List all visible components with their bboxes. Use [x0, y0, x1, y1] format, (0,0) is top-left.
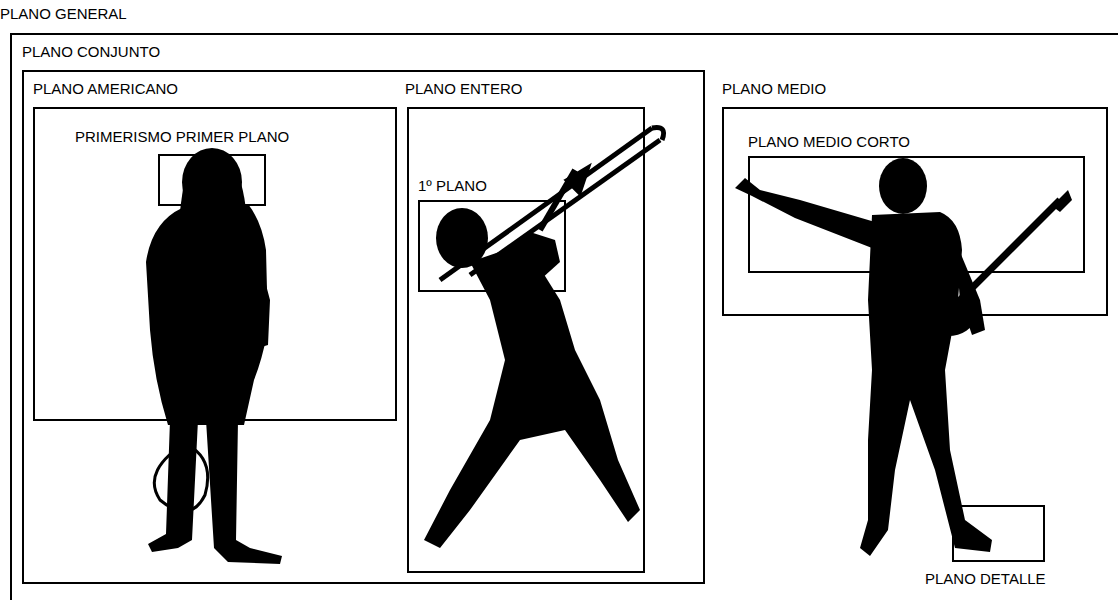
shot-frame: PLANO AMERICANOPRIMERISMO PRIMER PLANO: [33, 107, 397, 421]
shot-frame: 1º PLANO: [418, 200, 566, 292]
shot-label: PLANO AMERICANO: [33, 80, 178, 98]
trombone-symbol: [440, 128, 664, 281]
shot-label: PLANO GENERAL: [0, 5, 127, 23]
shot-frame: PLANO MEDIOPLANO MEDIO CORTO: [722, 107, 1108, 316]
bassist-silhouette: [735, 158, 992, 556]
shot-label: PRIMERISMO PRIMER PLANO: [75, 128, 289, 146]
shot-frame: PLANO MEDIO CORTO: [748, 156, 1085, 273]
shot-label: PLANO DETALLE: [925, 570, 1046, 588]
shot-frame: PRIMERISMO PRIMER PLANO: [158, 154, 266, 206]
shot-label: PLANO ENTERO: [405, 80, 523, 98]
shot-label: PLANO MEDIO CORTO: [748, 133, 910, 151]
shot-frame: PLANO DETALLE: [952, 505, 1045, 562]
guitar-cable: [154, 440, 207, 511]
shot-label: PLANO MEDIO: [722, 80, 826, 98]
shot-label: 1º PLANO: [418, 177, 487, 195]
shot-frame: PLANO ENTERO1º PLANO: [407, 107, 645, 573]
guitarist-silhouette: [146, 148, 282, 564]
trombonist-silhouette: [424, 208, 640, 548]
shot-frame: PLANO CONJUNTOPLANO AMERICANOPRIMERISMO …: [22, 70, 705, 584]
shot-label: PLANO CONJUNTO: [22, 43, 160, 61]
shot-frame: PLANO GENERALPLANO CONJUNTOPLANO AMERICA…: [10, 33, 1118, 600]
